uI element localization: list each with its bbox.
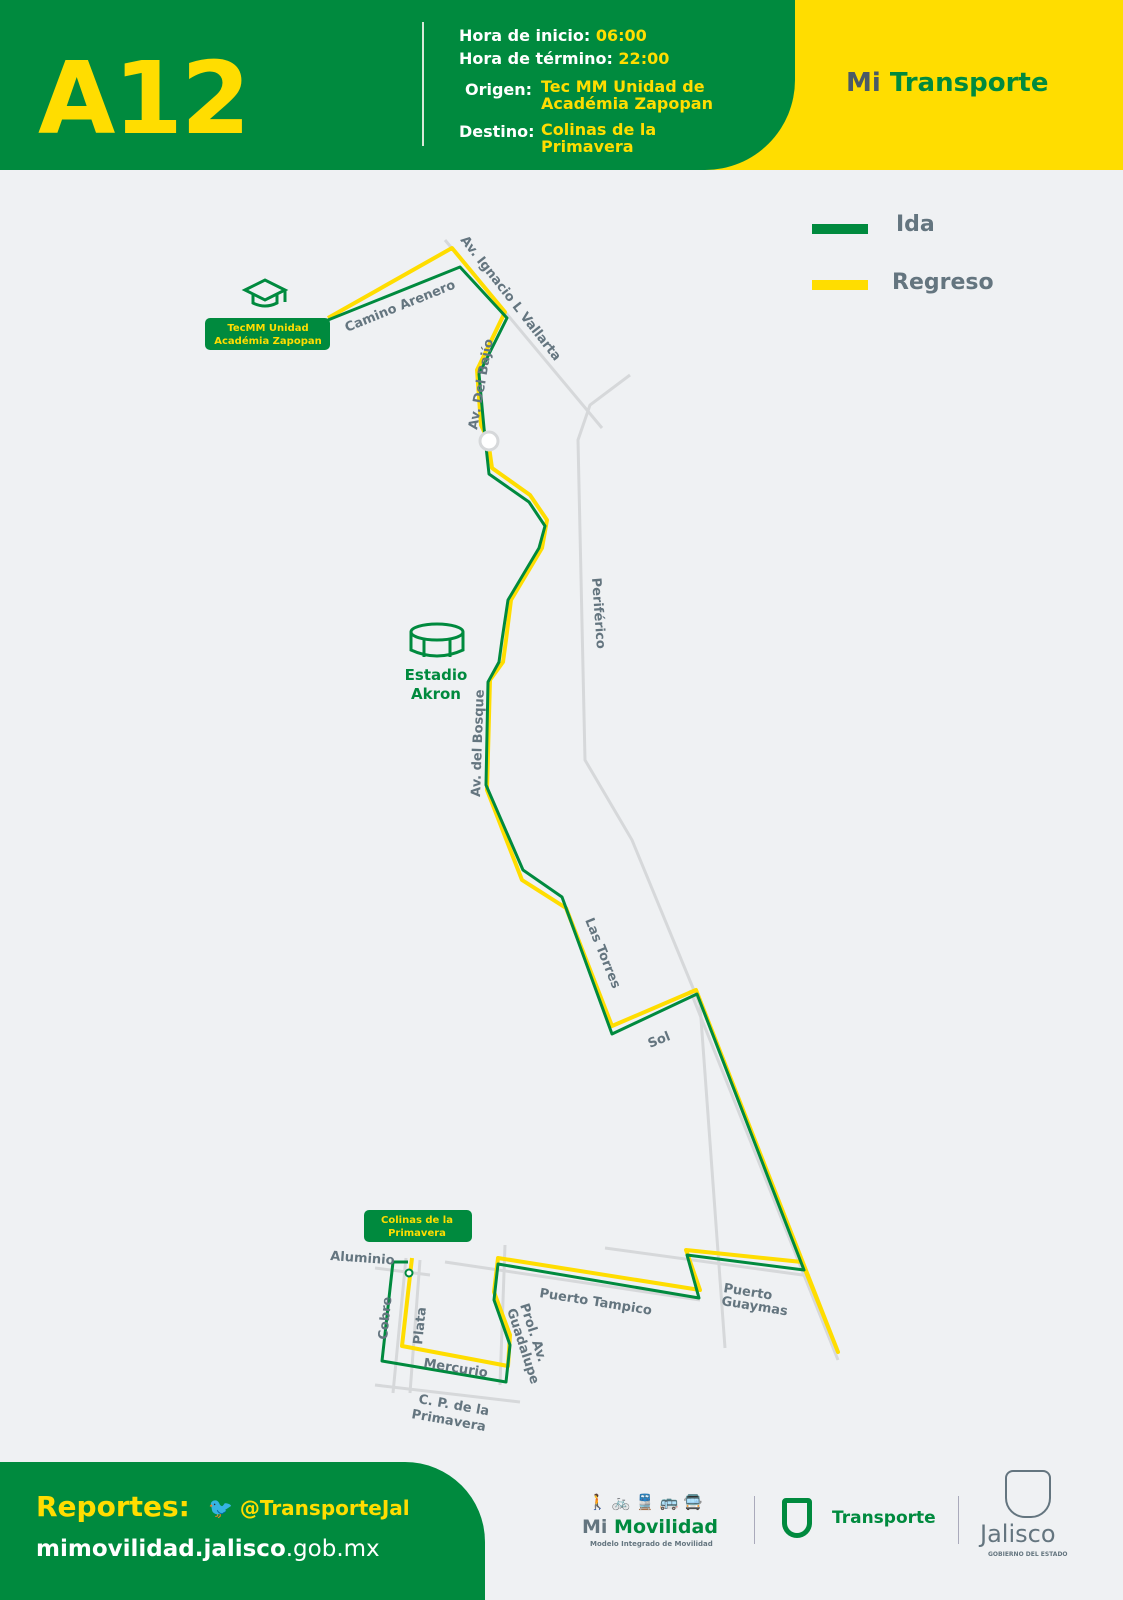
reportes-label: Reportes: bbox=[36, 1490, 190, 1523]
brand-transporte: Transporte bbox=[889, 68, 1049, 98]
street-aluminio: Aluminio bbox=[330, 1249, 395, 1268]
road-tampico bbox=[444, 1260, 701, 1302]
brand-mi: Mi bbox=[846, 68, 881, 98]
stadium-icon bbox=[409, 622, 465, 658]
start-time: Hora de inicio: 06:00 bbox=[459, 26, 647, 45]
transporte-logo-icon bbox=[782, 1498, 812, 1538]
legend-ida-swatch bbox=[812, 224, 868, 234]
road-periferico bbox=[576, 373, 727, 1349]
street-vallarta: Av. Ignacio L Vallarta bbox=[457, 233, 564, 364]
street-cobre: Cobre bbox=[376, 1296, 395, 1341]
origin-l2: Académia Zapopan bbox=[541, 94, 713, 113]
road-plata bbox=[408, 1259, 422, 1394]
street-las-torres: Las Torres bbox=[581, 916, 623, 991]
twitter-handle[interactable]: 🐦 @TransporteJal bbox=[208, 1496, 410, 1520]
legend-regreso-swatch bbox=[812, 280, 868, 290]
transport-modes-icon: 🚶 🚲 🚆 🚌 🚍 bbox=[588, 1493, 703, 1511]
end-time: Hora de término: 22:00 bbox=[459, 49, 669, 68]
route-code: A12 bbox=[38, 40, 251, 157]
end-value: 22:00 bbox=[618, 49, 670, 68]
terminal-marker bbox=[404, 1268, 414, 1278]
origin-l1: Tec MM Unidad de bbox=[541, 77, 705, 96]
start-label: Hora de inicio: bbox=[459, 26, 591, 45]
dest-label: Destino: bbox=[459, 122, 535, 141]
street-plata: Plata bbox=[411, 1306, 430, 1345]
mi-transporte-logo: Mi Transporte bbox=[846, 68, 1048, 98]
transporte-logo-text: Transporte bbox=[832, 1508, 936, 1528]
dest-l1: Colinas de la bbox=[541, 120, 657, 139]
legend-ida-label: Ida bbox=[896, 212, 935, 237]
jalisco-coat-of-arms-icon bbox=[1005, 1470, 1051, 1518]
street-del-bajio: Av. Del Bajío bbox=[466, 338, 497, 431]
landmark-l1: Estadio bbox=[405, 666, 468, 684]
divider bbox=[422, 22, 424, 146]
road-guaymas-main bbox=[688, 989, 840, 1361]
dest-box-l2: Primavera bbox=[388, 1228, 446, 1239]
origin-label: Origen: bbox=[465, 80, 533, 99]
jalisco-sub: GOBIERNO DEL ESTADO bbox=[988, 1551, 1068, 1558]
twitter-text: @TransporteJal bbox=[239, 1496, 410, 1520]
road-cobre bbox=[391, 1257, 408, 1394]
website-link[interactable]: mimovilidad.jalisco.gob.mx bbox=[36, 1536, 380, 1562]
jalisco-logo-text: Jalisco bbox=[980, 1520, 1056, 1548]
street-periferico: Periférico bbox=[588, 577, 608, 649]
street-sol: Sol bbox=[646, 1029, 673, 1051]
route-regreso-line bbox=[327, 246, 840, 1368]
road-aluminio bbox=[374, 1266, 431, 1277]
twitter-bird-icon: 🐦 bbox=[208, 1496, 233, 1520]
url-bold: mimovilidad.jalisco bbox=[36, 1536, 286, 1562]
dest-box-l1: Colinas de la bbox=[381, 1215, 453, 1226]
start-value: 06:00 bbox=[595, 26, 647, 45]
header-green-panel bbox=[0, 0, 795, 170]
mi-movilidad-text: Movilidad bbox=[614, 1516, 718, 1538]
url-rest: .gob.mx bbox=[285, 1536, 380, 1562]
street-del-bosque: Av. del Bosque bbox=[469, 689, 488, 797]
footer-panel bbox=[0, 1462, 485, 1600]
graduation-cap-icon bbox=[241, 278, 289, 308]
dest-l2: Primavera bbox=[541, 137, 634, 156]
road-cp bbox=[374, 1383, 521, 1404]
road-guaymas bbox=[604, 1246, 811, 1278]
dest-box bbox=[364, 1210, 472, 1242]
footer-divider-2 bbox=[958, 1496, 959, 1544]
legend-regreso-label: Regreso bbox=[892, 270, 994, 295]
origin-box bbox=[205, 318, 330, 350]
roundabout bbox=[478, 430, 500, 452]
origin-box-l2: Académia Zapopan bbox=[214, 335, 322, 347]
route-map: TecMM Unidad Académia Zapopan Estadio Ak… bbox=[205, 233, 840, 1435]
mi-movilidad-sub: Modelo Integrado de Movilidad bbox=[590, 1540, 713, 1548]
origin-box-l1: TecMM Unidad bbox=[227, 323, 308, 334]
footer-divider bbox=[754, 1496, 755, 1544]
landmark-l2: Akron bbox=[411, 685, 461, 703]
mi-movilidad-mi: Mi bbox=[582, 1516, 608, 1538]
end-label: Hora de término: bbox=[459, 49, 613, 68]
header bbox=[0, 0, 1123, 170]
mi-movilidad-logo: Mi Movilidad bbox=[582, 1516, 718, 1538]
